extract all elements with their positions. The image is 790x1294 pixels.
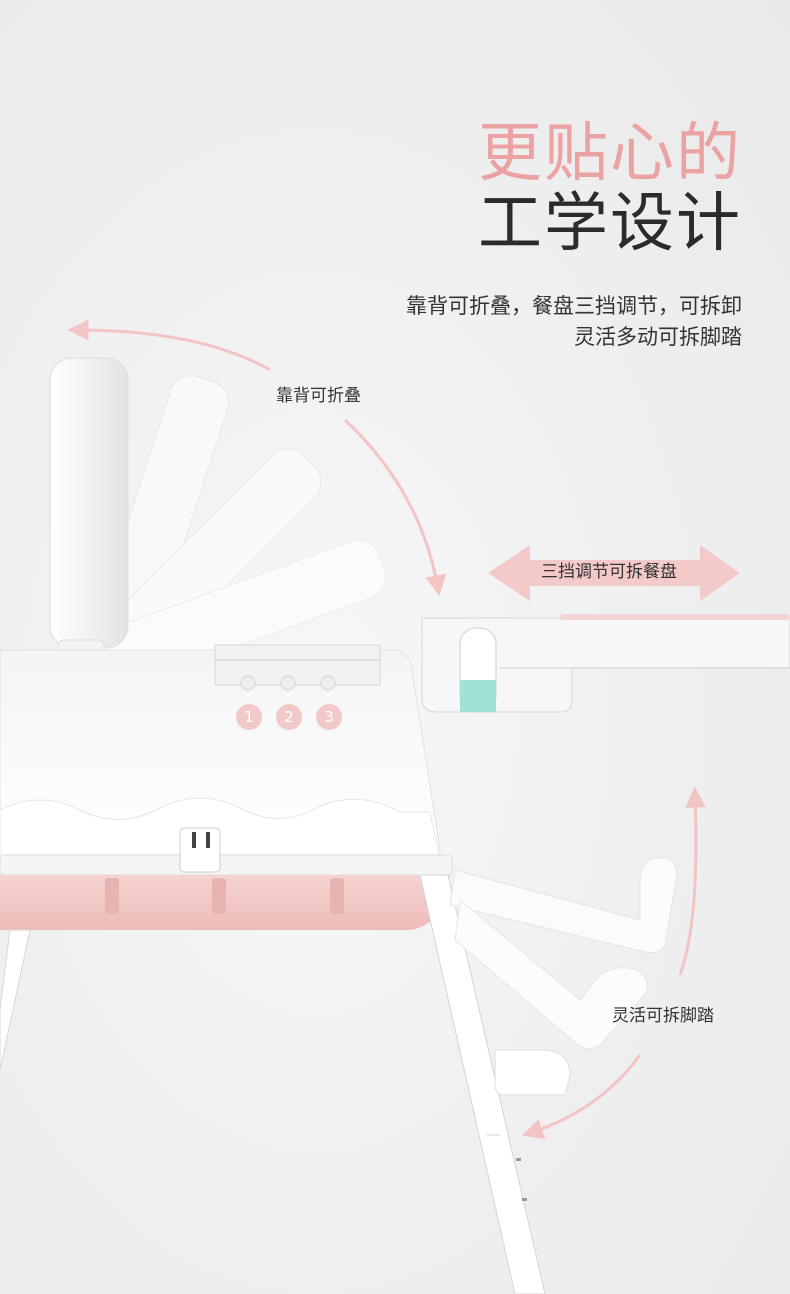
footrest-ghost-positions [449, 857, 678, 1096]
seat-body [0, 649, 453, 876]
tray-adjust-arrow [488, 545, 740, 601]
description-line-2: 灵活多动可拆脚踏 [574, 325, 742, 349]
detached-tray [421, 614, 790, 713]
description-line-1: 靠背可折叠，餐盘三挡调节，可拆卸 [406, 294, 742, 318]
backrest-fold-arrow [76, 330, 438, 588]
backrest-label: 靠背可折叠 [276, 386, 361, 406]
pink-base [0, 875, 450, 930]
tray-height-notches [214, 644, 381, 691]
chair-legs [0, 874, 546, 1294]
headline-line-2: 工学设计 [478, 187, 742, 261]
footrest-label: 灵活可拆脚踏 [612, 1006, 714, 1026]
tray-label: 三挡调节可拆餐盘 [541, 562, 677, 582]
footrest-adjust-arrow [530, 795, 696, 1133]
tray-position-2-badge: 2 [276, 704, 302, 730]
headline-line-1: 更贴心的 [478, 117, 742, 191]
tray-position-3-badge: 3 [316, 704, 342, 730]
tray-position-1-badge: 1 [236, 704, 262, 730]
